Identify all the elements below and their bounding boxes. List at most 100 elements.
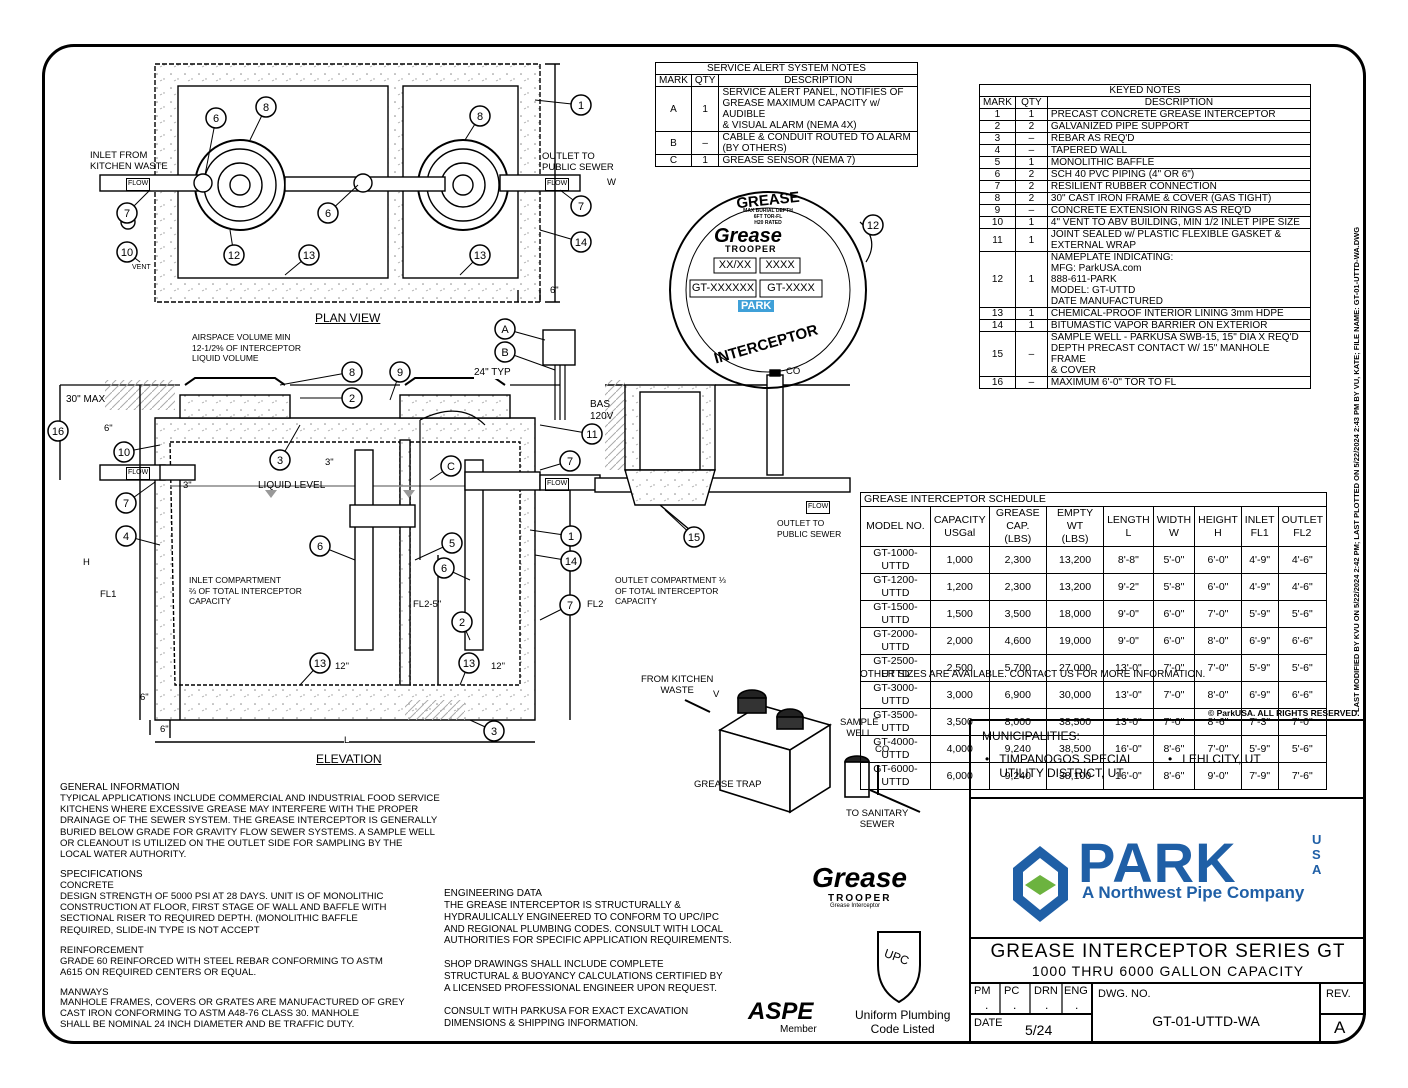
mark-cell: 12 [979,251,1016,308]
callout-bubble: 1 [534,94,592,116]
general-info-text: TYPICAL APPLICATIONS INCLUDE COMMERCIAL … [60,793,440,861]
elevation-title: ELEVATION [316,752,382,766]
schedule-title: GREASE INTERCEPTOR SCHEDULE [860,492,1327,507]
schedule-cell: GT-1200-UTTD [860,573,931,601]
schedule-cell: 30,000 [1046,681,1105,709]
schedule-cell: 6'-0" [1194,546,1242,574]
callout-bubble: 11 [539,423,603,445]
callout-bubble: 12 [223,229,245,266]
svg-text:C: C [447,461,455,473]
schedule-cell: 8'-6" [1152,762,1196,790]
callout-bubble: 8 [464,105,491,141]
callout-bubble: C [429,455,462,481]
rev-label: REV. [1326,988,1351,1000]
dim-12-a: 12" [335,661,349,672]
schedule-cell: 4'-9" [1240,573,1279,601]
callout-bubble: 3 [469,719,505,742]
schedule-cell: 8'-0" [1194,627,1242,655]
description-cell: CABLE & CONDUIT ROUTED TO ALARM (BY OTHE… [718,131,918,155]
mark-cell: 3 [979,132,1016,145]
svg-text:14: 14 [565,556,577,568]
schedule-cell: GT-4000-UTTD [860,735,931,763]
schedule-cell: 2,500 [929,654,990,682]
callout-bubble: 10 [116,241,141,263]
drn-label: DRN [1034,985,1058,997]
upc-shield-icon [877,931,921,1004]
general-info-title: GENERAL INFORMATION [60,782,180,793]
nameplate-capacity: XXXX [765,259,795,271]
park-logo-tagline: A Northwest Pipe Company [1082,883,1305,902]
callout-bubble: 6 [309,535,356,561]
dim-l: L [344,735,350,747]
description-cell: SCH 40 PVC PIPING (4" OR 6") [1046,168,1312,181]
mark-cell: 6 [979,168,1016,181]
qty-cell: 1 [1014,156,1048,169]
table-row: 16–MAXIMUM 6'-0" TOR TO FL [979,376,1312,389]
qty-cell: – [690,131,720,155]
schedule-cell: 5'-6" [1277,654,1328,682]
schedule-cell: 13,200 [1046,546,1105,574]
schedule-cell: 13,200 [1046,573,1105,601]
dim-6: 6" [550,285,559,296]
callout-bubble: 2 [300,387,363,409]
plan-view-title: PLAN VIEW [315,311,381,325]
callout-bubble: 13 [458,652,480,686]
mark-cell: 10 [979,216,1016,229]
col-header: EMPTY WT (LBS) [1046,506,1105,547]
description-cell: CONCRETE EXTENSION RINGS AS REQ'D [1046,204,1312,217]
schedule-cell: 6'-0" [1152,627,1196,655]
svg-text:6: 6 [441,563,447,575]
mark-cell: A [655,86,692,132]
svg-text:6: 6 [317,541,323,553]
schedule-cell: 9,240 [988,735,1048,763]
svg-text:8: 8 [477,111,483,123]
schedule-cell: 4'-6" [1277,573,1328,601]
qty-cell: – [1014,144,1048,157]
nameplate-serial: GT-XXXXXX [691,282,755,294]
schedule-cell: 5'-0" [1152,546,1196,574]
flow-arrow-outlet: FLOW [545,178,570,191]
svg-text:12: 12 [867,220,879,232]
callout-bubble: 3 [269,424,301,471]
elevation-drawing [59,329,601,743]
schedule-cell: 3,000 [929,681,990,709]
svg-text:13: 13 [474,250,486,262]
park-logo-mark [1013,846,1068,922]
schedule-cell: 7'-0" [1277,708,1328,736]
schedule-cell: 5'-8" [1152,573,1196,601]
cleanout-label: CO [786,366,801,377]
svg-text:13: 13 [463,658,475,670]
callout-bubble: 13 [459,244,491,276]
callout-bubble: 13 [284,244,320,276]
callout-bubble: 7 [539,450,581,472]
callout-bubble: 13 [299,652,331,686]
qty-cell: 1 [1014,108,1048,121]
svg-text:6: 6 [325,208,331,220]
col-header: WIDTH W [1152,506,1196,547]
outlet-compartment-note: OUTLET COMPARTMENT ⅓ OF TOTAL INTERCEPTO… [615,575,726,606]
nameplate-brand: Grease [714,225,782,247]
callout-bubble: 8 [279,361,363,386]
callout-bubble: 14 [539,229,592,253]
callout-bubble: 7 [116,189,151,224]
pm-value: . [985,998,989,1012]
nameplate-date: XX/XX [718,259,752,271]
svg-text:10: 10 [118,447,130,459]
schedule-cell: 38,100 [1046,762,1105,790]
description-cell: GALVANIZED PIPE SUPPORT [1046,120,1312,133]
schedule-cell: 7'-0" [1194,600,1242,628]
schedule-cell: 2,000 [929,627,990,655]
description-cell: 30" CAST IRON FRAME & COVER (GAS TIGHT) [1046,192,1312,205]
